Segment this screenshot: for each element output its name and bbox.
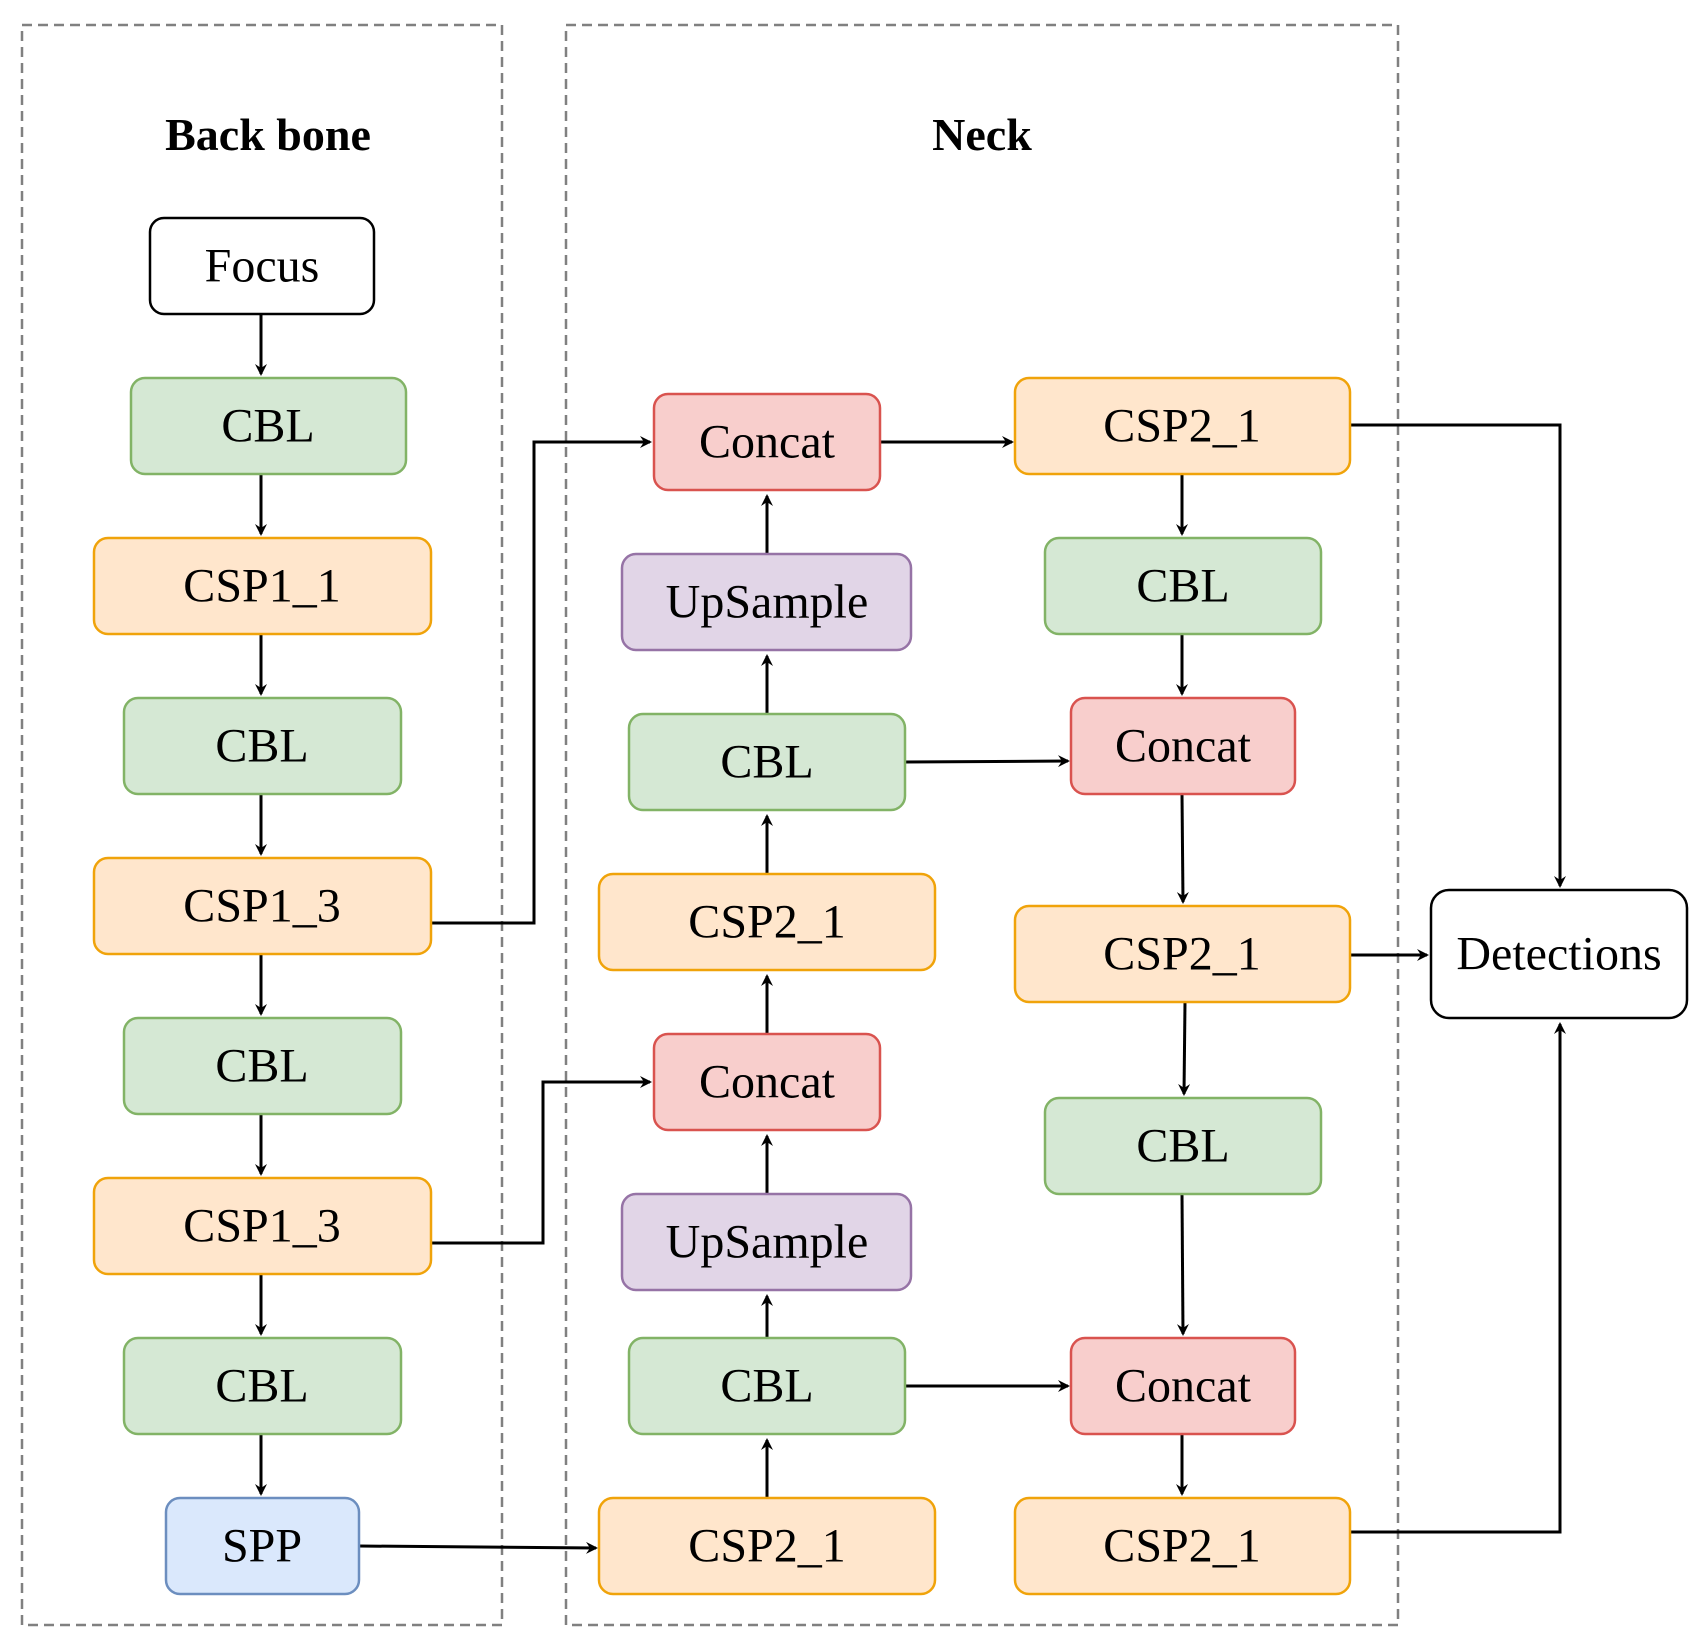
edge-rcsp21a-detections [1350, 423, 1566, 888]
node-right-csp2-1-b: CSP2_1 [1013, 904, 1352, 1004]
node-right-csp2-1-a-label: CSP2_1 [1103, 400, 1260, 453]
node-spp-label: SPP [222, 1520, 302, 1573]
edge-rconcat1-rcsp21b [1176, 793, 1189, 904]
node-right-cbl-2: CBL [1043, 1096, 1323, 1196]
node-neck-concat-1: Concat [652, 392, 882, 492]
node-neck-cbl-2: CBL [627, 1336, 907, 1436]
node-backbone-cbl-2-label: CBL [215, 720, 308, 773]
edge-csp13a-concat1 [431, 436, 652, 925]
backbone-container [20, 23, 504, 1627]
node-neck-cbl-1: CBL [627, 712, 907, 812]
node-neck-csp2-1-a-label: CSP2_1 [688, 896, 845, 949]
node-neck-csp2-1-a: CSP2_1 [597, 872, 937, 972]
node-backbone-cbl-1-label: CBL [221, 400, 314, 453]
node-backbone-cbl-1: CBL [129, 376, 408, 476]
node-right-csp2-1-c: CSP2_1 [1013, 1496, 1352, 1596]
node-backbone-cbl-3: CBL [122, 1016, 403, 1116]
node-neck-concat-2: Concat [652, 1032, 882, 1132]
edge-rcsp21b-rcbl2 [1178, 1001, 1191, 1096]
node-focus-label: Focus [205, 240, 320, 293]
node-right-cbl-1: CBL [1043, 536, 1323, 636]
node-detections-label: Detections [1456, 928, 1661, 981]
node-csp1-1: CSP1_1 [92, 536, 433, 636]
edge-spp-csp21b [358, 1541, 598, 1554]
node-backbone-cbl-4-label: CBL [215, 1360, 308, 1413]
node-csp1-3-a-label: CSP1_3 [183, 880, 340, 933]
node-csp1-3-a: CSP1_3 [92, 856, 433, 956]
edge-rcsp21c-detections [1350, 1022, 1566, 1534]
node-right-cbl-2-label: CBL [1136, 1120, 1229, 1173]
edge-csp13b-concat2 [431, 1076, 652, 1245]
node-neck-csp2-1-b: CSP2_1 [597, 1496, 937, 1596]
node-upsample-1-label: UpSample [666, 576, 869, 629]
node-upsample-2: UpSample [620, 1192, 913, 1292]
node-neck-cbl-1-label: CBL [720, 736, 813, 789]
node-csp1-3-b: CSP1_3 [92, 1176, 433, 1276]
node-upsample-1: UpSample [620, 552, 913, 652]
node-right-concat-2-label: Concat [1115, 1360, 1252, 1413]
node-spp: SPP [164, 1496, 361, 1596]
node-backbone-cbl-4: CBL [122, 1336, 403, 1436]
node-right-csp2-1-a: CSP2_1 [1013, 376, 1352, 476]
node-right-concat-2: Concat [1069, 1336, 1297, 1436]
node-neck-cbl-2-label: CBL [720, 1360, 813, 1413]
node-neck-concat-2-label: Concat [699, 1056, 836, 1109]
node-right-concat-1-label: Concat [1115, 720, 1252, 773]
node-csp1-1-label: CSP1_1 [183, 560, 340, 613]
connectors [255, 314, 1566, 1554]
node-focus: Focus [148, 216, 376, 316]
node-neck-csp2-1-b-label: CSP2_1 [688, 1520, 845, 1573]
edge-ncbl1-rconcat1 [904, 755, 1070, 768]
node-upsample-2-label: UpSample [666, 1216, 869, 1269]
node-backbone-cbl-3-label: CBL [215, 1040, 308, 1093]
node-right-csp2-1-b-label: CSP2_1 [1103, 928, 1260, 981]
node-right-cbl-1-label: CBL [1136, 560, 1229, 613]
node-csp1-3-b-label: CSP1_3 [183, 1200, 340, 1253]
edge-rcbl2-rconcat2 [1176, 1193, 1189, 1336]
node-right-concat-1: Concat [1069, 696, 1297, 796]
node-detections: Detections [1429, 888, 1689, 1020]
neck-title: Neck [932, 109, 1032, 160]
neck-container [564, 23, 1400, 1627]
node-neck-concat-1-label: Concat [699, 416, 836, 469]
node-right-csp2-1-c-label: CSP2_1 [1103, 1520, 1260, 1573]
backbone-title: Back bone [165, 109, 371, 160]
node-backbone-cbl-2: CBL [122, 696, 403, 796]
